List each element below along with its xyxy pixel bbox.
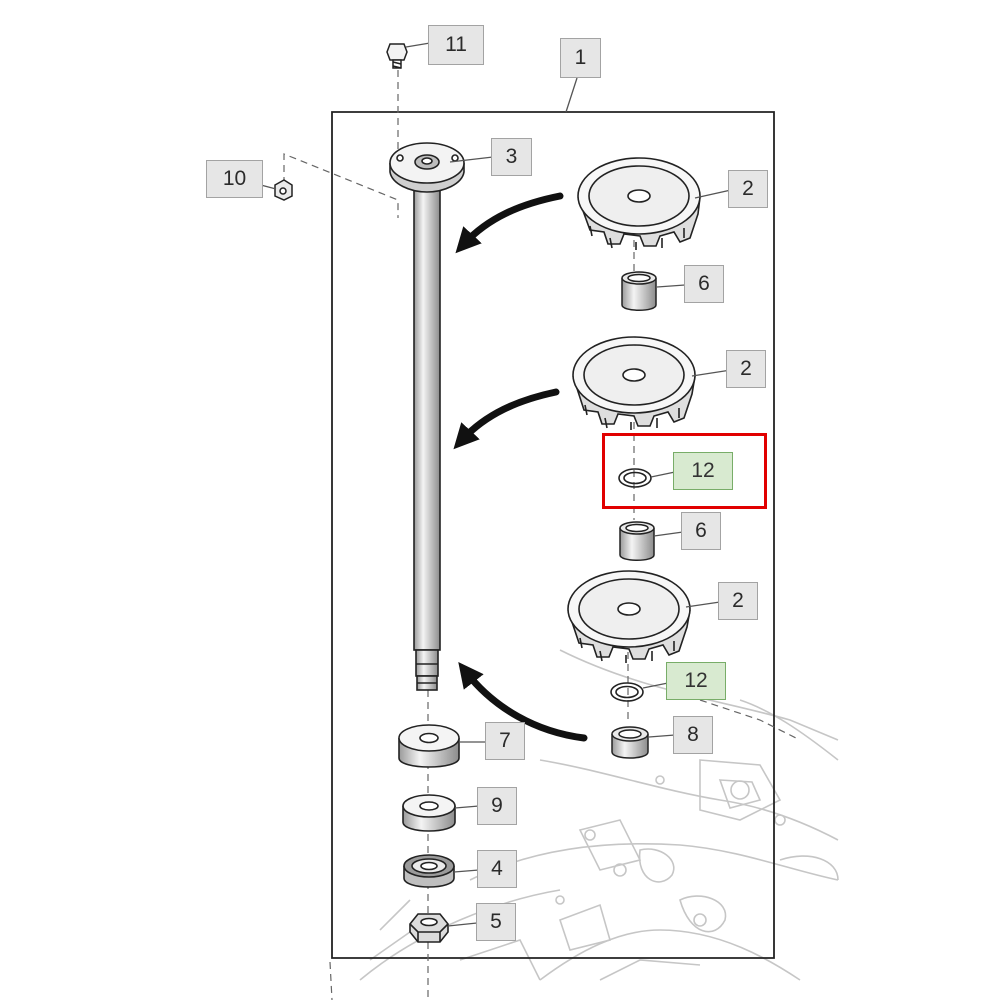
hex-nut-part [409,913,449,943]
callout-6-lower[interactable]: 6 [681,512,721,550]
callout-2-upper[interactable]: 2 [728,170,768,208]
shaft-flange-part [389,142,465,193]
gear-pulley-2 [572,336,696,430]
callout-7[interactable]: 7 [485,722,525,760]
callout-12-selected[interactable]: 12 [673,452,733,490]
gear-pulley-1 [577,157,701,250]
callout-9[interactable]: 9 [477,787,517,825]
callout-8[interactable]: 8 [673,716,713,754]
callout-11[interactable]: 11 [428,25,484,65]
assembly-frame [331,111,775,959]
callout-4[interactable]: 4 [477,850,517,888]
snap-ring-part-2 [610,682,644,702]
callout-2-middle[interactable]: 2 [726,350,766,388]
dashed-leaders [283,70,801,1000]
callout-12-lower[interactable]: 12 [666,662,726,700]
spacer-part [398,724,460,768]
callout-2-lower[interactable]: 2 [718,582,758,620]
spindle-shaft [413,189,441,691]
bushing-part-3 [611,726,649,759]
bearing-part [403,854,455,888]
callout-1[interactable]: 1 [560,38,601,78]
bushing-part-1 [621,271,657,311]
callout-3[interactable]: 3 [491,138,532,176]
callout-10[interactable]: 10 [206,160,263,198]
snap-ring-part-1 [618,468,652,488]
gear-pulley-3 [567,570,691,663]
background-deck-holes [555,775,786,927]
bushing-part-2 [619,521,655,561]
callout-6-upper[interactable]: 6 [684,265,724,303]
nut-part [274,179,293,201]
bolt-part [386,43,408,69]
lower-bushing-part [402,794,456,832]
callout-5[interactable]: 5 [476,903,516,941]
assembly-arrows [453,192,588,742]
